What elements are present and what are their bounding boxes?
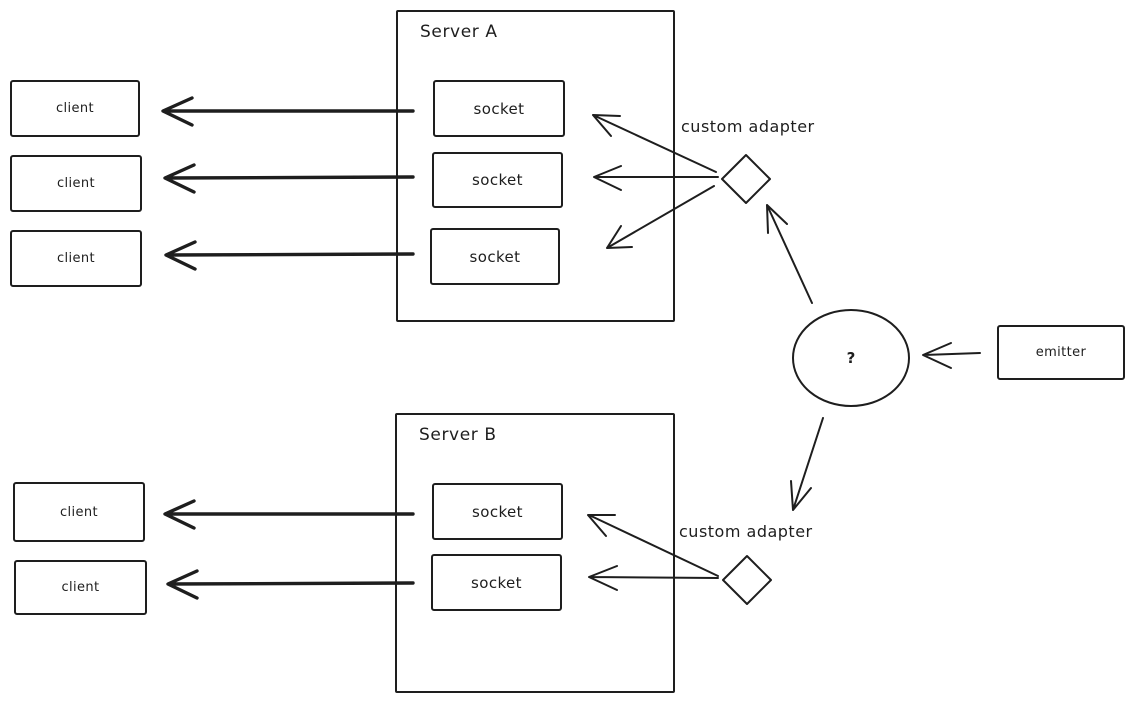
emitter-label: emitter (1035, 345, 1087, 360)
client-box-a1: client (10, 80, 140, 137)
arrow-server-b-to-client-1 (163, 499, 415, 530)
client-label: client (56, 176, 96, 191)
client-box-a2: client (10, 155, 142, 212)
socket-label: socket (469, 247, 521, 266)
adapter-a-diamond (721, 154, 771, 204)
server-a-title: Server A (420, 22, 498, 42)
arrow-emitter-to-hub (922, 342, 981, 369)
server-b-title: Server B (419, 425, 497, 445)
client-label: client (61, 580, 100, 595)
arrow-adapter-a-to-socket-2 (593, 165, 719, 191)
adapter-b-diamond (722, 555, 772, 605)
client-label: client (56, 251, 96, 266)
client-label: client (55, 101, 95, 116)
arrow-server-a-to-client-2 (163, 163, 415, 194)
socket-label: socket (473, 99, 525, 118)
server-a-box (396, 10, 675, 322)
socket-box-b2: socket (431, 554, 562, 611)
client-box-b2: client (14, 560, 147, 615)
arrow-server-a-to-client-3 (164, 240, 415, 271)
hub-circle (792, 309, 910, 407)
socket-label: socket (472, 502, 523, 521)
arrow-adapter-a-to-socket-3 (606, 185, 715, 249)
server-b-box (395, 413, 675, 693)
arrow-adapter-b-to-socket-2 (588, 565, 719, 591)
arrow-adapter-b-to-socket-1 (587, 514, 719, 577)
arrow-adapter-a-to-socket-1 (592, 114, 717, 173)
socket-box-a1: socket (433, 80, 565, 137)
socket-box-a2: socket (432, 152, 563, 208)
socket-label: socket (472, 171, 523, 189)
socket-box-a3: socket (430, 228, 560, 285)
client-box-a3: client (10, 230, 142, 287)
arrow-hub-to-adapter-a (766, 204, 813, 304)
socket-label: socket (471, 573, 522, 592)
adapter-a-label: custom adapter (681, 117, 815, 136)
arrow-hub-to-adapter-b (790, 417, 824, 511)
client-label: client (59, 504, 99, 520)
adapter-b-label: custom adapter (679, 522, 813, 541)
hub-label: ? (846, 349, 856, 367)
arrow-server-a-to-client-1 (161, 96, 415, 127)
arrow-server-b-to-client-2 (166, 569, 415, 600)
emitter-box: emitter (997, 325, 1125, 380)
client-box-b1: client (13, 482, 145, 542)
socket-box-b1: socket (432, 483, 563, 540)
